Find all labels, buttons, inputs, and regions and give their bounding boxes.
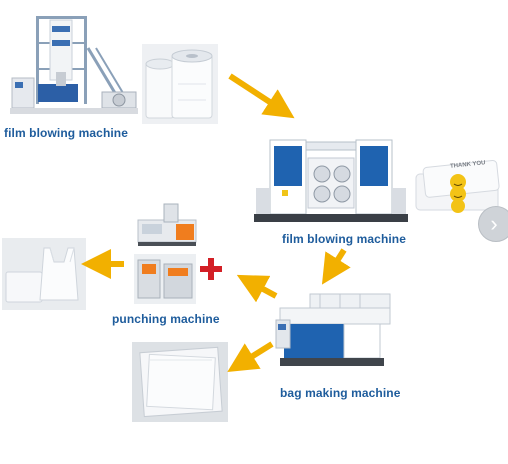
arrow-3	[236, 274, 278, 303]
arrow-2	[321, 248, 351, 285]
punching-machine-image	[134, 254, 196, 304]
next-button[interactable]: ›	[478, 206, 508, 242]
flat-bags-image	[132, 342, 228, 422]
bag-cutting-machine-image	[136, 200, 198, 250]
step1-label: film blowing machine	[4, 126, 129, 140]
t-shirt-bags-image	[2, 238, 86, 310]
step3-label: punching machine	[112, 312, 220, 326]
chevron-right-icon: ›	[490, 211, 498, 236]
arrow-1	[228, 73, 295, 119]
bag-making-machine-image	[270, 290, 400, 372]
film-rolls-image	[142, 44, 218, 124]
plus-icon	[200, 258, 222, 280]
step4-label: bag making machine	[280, 386, 401, 400]
printing-machine-image	[252, 128, 410, 230]
film-blowing-machine-image	[6, 12, 142, 122]
step2-label: film blowing machine	[282, 232, 407, 246]
arrow-5	[227, 341, 274, 372]
